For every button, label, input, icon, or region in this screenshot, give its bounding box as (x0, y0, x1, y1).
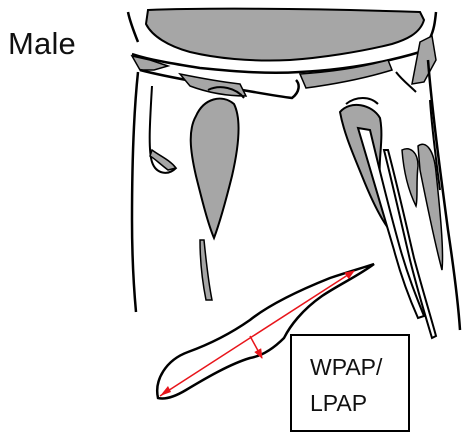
measurement-legend-box: WPAP/ LPAP (290, 334, 410, 432)
right-upper-wedge (412, 36, 436, 84)
right-small-grey (402, 149, 418, 206)
sacrum-shape (146, 9, 424, 61)
sacrum-top-outline (128, 12, 138, 42)
legend-line-2: LPAP (310, 385, 408, 421)
pubic-band-right-fill (300, 60, 392, 88)
pubic-band-mid-fill (180, 74, 246, 96)
left-lower-strip (200, 240, 212, 300)
left-ischium (191, 99, 239, 238)
legend-line-1: WPAP/ (310, 349, 408, 385)
left-femur-outer (132, 72, 138, 312)
right-ischium-main (340, 105, 388, 228)
sacrum-right-outline (430, 12, 436, 38)
right-ischium-top (346, 98, 378, 104)
sex-label: Male (8, 26, 76, 62)
